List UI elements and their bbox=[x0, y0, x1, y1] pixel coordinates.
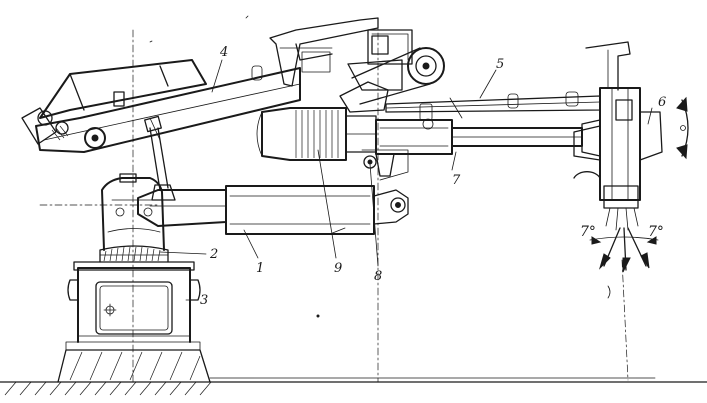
lift-cylinder bbox=[137, 185, 409, 235]
tilt-arrows bbox=[589, 227, 659, 273]
motor bbox=[256, 107, 377, 161]
callout-5: 5 bbox=[496, 57, 504, 72]
rotation-arrow bbox=[676, 96, 689, 160]
gripper-head bbox=[573, 41, 663, 231]
leader-lines bbox=[159, 59, 653, 301]
stray-marks bbox=[149, 15, 611, 318]
callout-9: 9 bbox=[334, 261, 342, 276]
callout-7: 7 bbox=[452, 173, 461, 188]
center-lines bbox=[39, 17, 629, 383]
callout-3: 3 bbox=[200, 293, 208, 308]
gearbox-housing bbox=[67, 261, 201, 343]
callout-6: 6 bbox=[658, 95, 666, 110]
struts bbox=[144, 115, 176, 201]
telescopic-arm bbox=[361, 119, 601, 181]
callout-4: 4 bbox=[219, 45, 228, 60]
column-turret bbox=[101, 173, 165, 251]
angle-left: 7° bbox=[580, 224, 596, 240]
pulley bbox=[339, 47, 445, 113]
angle-right: 7° bbox=[648, 224, 664, 240]
floor bbox=[0, 377, 707, 396]
callout-8: 8 bbox=[374, 269, 382, 284]
upper-beam bbox=[385, 91, 601, 130]
slewing-ring bbox=[99, 245, 169, 263]
callout-2: 2 bbox=[209, 247, 218, 262]
callout-1: 1 bbox=[256, 261, 264, 276]
boom-bracket bbox=[269, 17, 413, 91]
callout-labels: 1 2 3 4 5 6 7 8 9 7° 7° bbox=[200, 45, 666, 308]
foundation-plinth bbox=[57, 341, 211, 383]
boom-assembly bbox=[21, 59, 301, 153]
